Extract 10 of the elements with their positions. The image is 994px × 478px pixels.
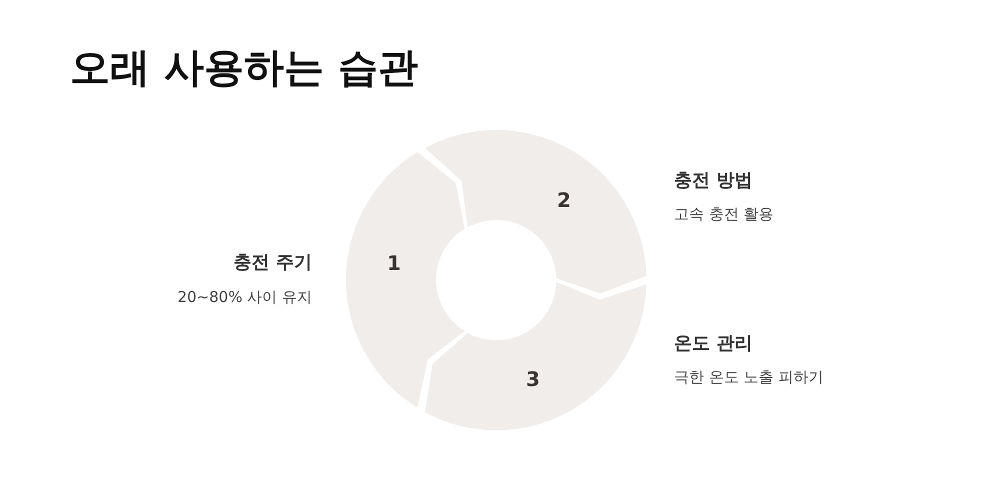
step-number: 2 xyxy=(557,188,571,212)
step-heading: 충전 방법 xyxy=(674,169,752,192)
step-heading: 온도 관리 xyxy=(674,332,752,355)
title: 오래 사용하는 습관 xyxy=(70,44,418,93)
step-number: 3 xyxy=(526,366,540,391)
step-description: 고속 충전 활용 xyxy=(674,205,774,224)
step-number: 1 xyxy=(387,250,401,275)
step-description: 극한 온도 노출 피하기 xyxy=(674,368,824,387)
step-description: 20~80% 사이 유지 xyxy=(177,288,312,307)
step-heading: 충전 주기 xyxy=(234,251,312,274)
